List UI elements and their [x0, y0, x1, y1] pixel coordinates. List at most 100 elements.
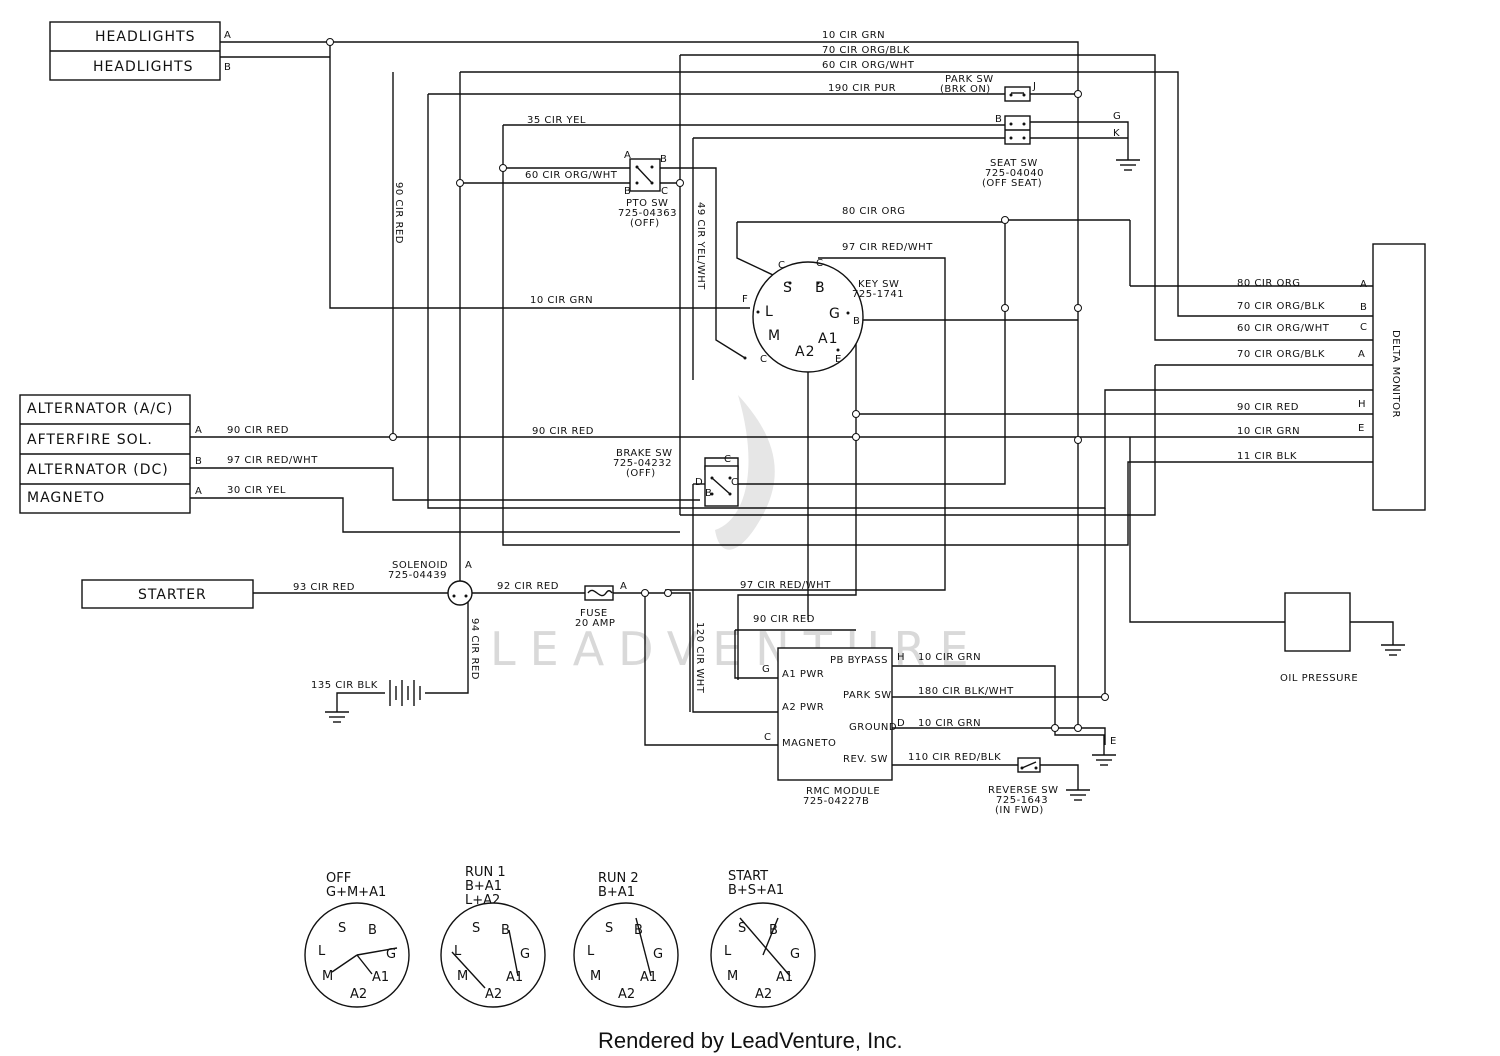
svg-text:A1: A1	[372, 970, 389, 985]
battery-icon	[389, 680, 421, 706]
svg-text:G: G	[653, 947, 663, 962]
wire-label: 35 CIR YEL	[527, 115, 586, 126]
wire-label: 90 CIR RED	[227, 425, 289, 436]
wire-label: 97 CIR RED/WHT	[842, 242, 933, 253]
svg-text:L: L	[765, 304, 774, 320]
starter-label: STARTER	[138, 587, 207, 603]
svg-text:C: C	[778, 260, 785, 271]
svg-text:A: A	[465, 560, 472, 571]
svg-text:B: B	[705, 488, 712, 499]
wire-label: 190 CIR PUR	[828, 83, 896, 94]
svg-text:A1: A1	[640, 970, 657, 985]
ground-icon	[1092, 754, 1116, 766]
brake-sw-part: 725-04232	[613, 458, 672, 469]
brake-switch: C D C B BRAKE SW 725-04232 (OFF)	[613, 448, 739, 507]
wire-label: 10 CIR GRN	[822, 30, 885, 41]
pto-sw-state: (OFF)	[630, 218, 660, 229]
reverse-switch: REVERSE SW 725-1643 (IN FWD)	[988, 757, 1058, 816]
starter-box: STARTER	[81, 579, 254, 609]
afterfire-label: AFTERFIRE SOL.	[27, 432, 153, 448]
wire-label: 110 CIR RED/BLK	[908, 752, 1001, 763]
wire-label: 90 CIR RED	[393, 182, 404, 244]
wire-label: 60 CIR ORG/WHT	[525, 170, 618, 181]
seat-sw-state: (OFF SEAT)	[982, 178, 1042, 189]
pto-switch: A B B C PTO SW 725-04363 (OFF)	[618, 150, 677, 229]
headlights-box: HEADLIGHTS HEADLIGHTS A B	[49, 21, 231, 81]
seat-sw-part: 725-04040	[985, 168, 1044, 179]
svg-text:L: L	[318, 944, 326, 959]
magneto-label: MAGNETO	[27, 490, 105, 506]
park-switch: PARK SW (BRK ON) J	[940, 74, 1036, 102]
reverse-sw-label: REVERSE SW	[988, 785, 1058, 796]
wire-label: 97 CIR RED/WHT	[227, 455, 318, 466]
svg-text:M: M	[590, 969, 601, 984]
reverse-sw-state: (IN FWD)	[995, 805, 1044, 816]
brake-sw-state: (OFF)	[626, 468, 656, 479]
svg-text:K: K	[1113, 128, 1120, 139]
svg-text:B: B	[995, 114, 1002, 125]
svg-text:S: S	[472, 921, 480, 936]
svg-text:M: M	[322, 969, 333, 984]
ground-icon	[325, 711, 349, 723]
svg-text:A1: A1	[776, 970, 793, 985]
wire-label: 11 CIR BLK	[1237, 451, 1297, 462]
svg-text:C: C	[764, 732, 771, 743]
rmc-module-label: RMC MODULE	[806, 786, 880, 797]
rmc-ground: GROUND	[849, 722, 897, 733]
wire-label: 92 CIR RED	[497, 581, 559, 592]
brake-sw-label: BRAKE SW	[616, 448, 673, 459]
delta-monitor-label: DELTA MONITOR	[1390, 330, 1401, 418]
wire-label: 80 CIR ORG	[1237, 278, 1301, 289]
wire-label: 97 CIR RED/WHT	[740, 580, 831, 591]
svg-text:S: S	[738, 921, 746, 936]
svg-text:L: L	[454, 944, 462, 959]
svg-text:A: A	[620, 581, 627, 592]
wire-label: 135 CIR BLK	[311, 680, 378, 691]
svg-text:A2: A2	[350, 987, 367, 1002]
svg-text:C: C	[1360, 322, 1367, 333]
delta-monitor-box: DELTA MONITOR A B C A H E	[1358, 243, 1426, 511]
svg-text:M: M	[768, 328, 781, 344]
svg-text:A: A	[195, 486, 202, 497]
svg-text:H: H	[1358, 399, 1366, 410]
svg-text:C: C	[724, 454, 731, 465]
svg-text:L: L	[587, 944, 595, 959]
key-position-combo: B+A1	[465, 879, 502, 894]
svg-text:S: S	[783, 280, 793, 296]
rmc-park-sw: PARK SW	[843, 690, 892, 701]
svg-text:B: B	[660, 154, 667, 165]
rmc-a1-pwr: A1 PWR	[782, 669, 824, 680]
wire-label: 10 CIR GRN	[918, 718, 981, 729]
wire-label: 60 CIR ORG/WHT	[822, 60, 915, 71]
park-sw-state: (BRK ON)	[940, 84, 991, 95]
wire-label: 49 CIR YEL/WHT	[695, 202, 706, 290]
wires	[190, 41, 1394, 790]
ground-symbols	[325, 159, 1405, 801]
svg-text:A1: A1	[818, 331, 838, 347]
wire-label: 70 CIR ORG/BLK	[1237, 349, 1325, 360]
ground-icon	[1381, 644, 1405, 656]
wire-label: 93 CIR RED	[293, 582, 355, 593]
fuse-rating: 20 AMP	[575, 618, 615, 629]
wire-labels: 10 CIR GRN 70 CIR ORG/BLK 60 CIR ORG/WHT…	[227, 30, 1329, 763]
svg-text:G: G	[1113, 111, 1121, 122]
svg-text:A: A	[624, 150, 631, 161]
svg-text:A: A	[1360, 279, 1367, 290]
svg-text:B: B	[195, 456, 202, 467]
svg-text:B: B	[501, 923, 510, 938]
footer-credit: Rendered by LeadVenture, Inc.	[598, 1028, 903, 1053]
oil-pressure-box: OIL PRESSURE	[1280, 592, 1358, 684]
key-position-combo: B+S+A1	[728, 883, 784, 898]
fuse-label: FUSE	[580, 608, 608, 619]
key-position-name: OFF	[326, 871, 351, 886]
svg-text:G: G	[762, 664, 770, 675]
fuse: FUSE 20 AMP A	[575, 581, 627, 629]
wire-label: 10 CIR GRN	[530, 295, 593, 306]
rmc-rev-sw: REV. SW	[843, 754, 888, 765]
solenoid: SOLENOID 725-04439 A	[388, 560, 473, 606]
wire-label: 30 CIR YEL	[227, 485, 286, 496]
key-position-combo: G+M+A1	[326, 885, 386, 900]
